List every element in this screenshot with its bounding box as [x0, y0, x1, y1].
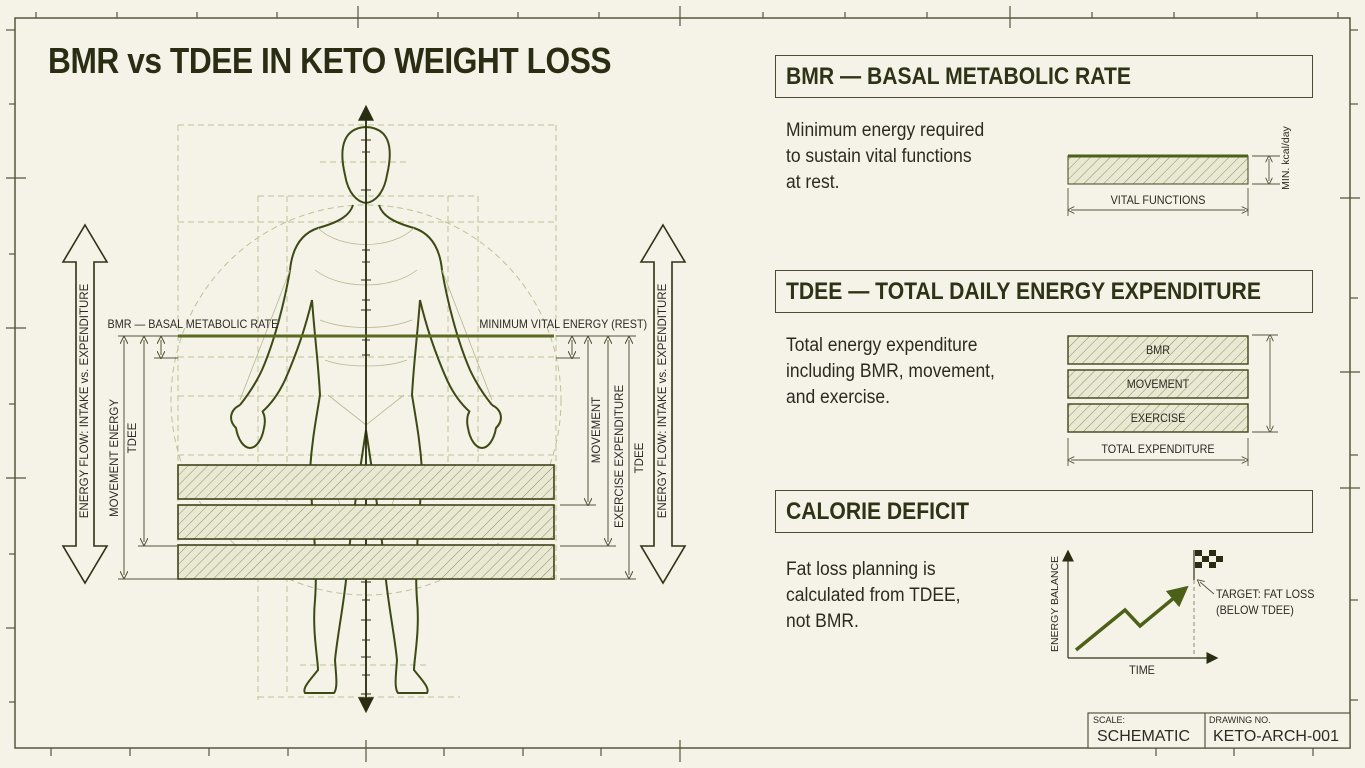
bmr-heading-text: BMR — BASAL METABOLIC RATE [786, 62, 1131, 90]
bmr-line-label: BMR — BASAL METABOLIC RATE [107, 317, 279, 331]
drawing-no-label: DRAWING NO. [1209, 715, 1271, 725]
target-label: TARGET: FAT LOSS [1216, 587, 1315, 601]
deficit-desc-line: calculated from TDEE, [786, 585, 961, 606]
deficit-chart [1062, 549, 1223, 664]
stack-exercise-label: EXERCISE [1130, 411, 1186, 425]
axis-ticks [361, 139, 371, 695]
right-dimensions [556, 335, 636, 580]
left-movement-energy-label: MOVEMENT ENERGY [109, 399, 121, 517]
energy-flow-arrows [61, 223, 687, 585]
page-title: BMR vs TDEE IN KETO WEIGHT LOSS [48, 40, 612, 81]
bmr-desc-line: at rest. [786, 172, 840, 193]
right-tdee-label: TDEE [634, 442, 646, 474]
bmr-description: Minimum energy required to sustain vital… [786, 118, 984, 196]
tdee-heading-text: TDEE — TOTAL DAILY ENERGY EXPENDITURE [786, 277, 1261, 305]
vital-functions-label: VITAL FUNCTIONS [1110, 193, 1206, 207]
deficit-desc-line: not BMR. [786, 611, 859, 632]
bmr-desc-line: to sustain vital functions [786, 146, 972, 167]
target-sub-label: (BELOW TDEE) [1216, 603, 1294, 617]
title-block-frame [1087, 712, 1351, 749]
right-exercise-expenditure-label: EXERCISE EXPENDITURE [614, 384, 626, 528]
left-energy-flow-label: ENERGY FLOW: INTAKE vs. EXPENDITURE [79, 283, 91, 519]
tdee-desc-line: and exercise. [786, 387, 890, 408]
min-kcal-label: MIN. kcal/day [1280, 126, 1292, 190]
drawing-no-value: KETO-ARCH-001 [1213, 728, 1339, 745]
bmr-mini-diagram [1068, 154, 1280, 216]
time-axis-label: TIME [1129, 663, 1155, 677]
deficit-desc-line: Fat loss planning is [786, 559, 936, 580]
min-vital-energy-label: MINIMUM VITAL ENERGY (REST) [479, 317, 648, 331]
right-energy-flow-label: ENERGY FLOW: INTAKE vs. EXPENDITURE [657, 283, 669, 519]
total-expenditure-label: TOTAL EXPENDITURE [1101, 442, 1215, 456]
deficit-heading-text: CALORIE DEFICIT [786, 497, 970, 525]
tdee-desc-line: including BMR, movement, [786, 361, 995, 382]
bmr-panel-heading: BMR — BASAL METABOLIC RATE [775, 55, 1313, 98]
tdee-desc-line: Total energy expenditure [786, 335, 978, 356]
left-tdee-label: TDEE [127, 422, 139, 454]
tdee-stack-diagram [1067, 335, 1278, 466]
stack-bmr-label: BMR [1145, 343, 1170, 357]
tdee-description: Total energy expenditure including BMR, … [786, 333, 995, 411]
energy-bands [177, 464, 555, 580]
checkered-flag-icon [1195, 550, 1223, 568]
left-dimensions [118, 335, 178, 580]
right-movement-label: MOVEMENT [591, 396, 603, 464]
tdee-panel-heading: TDEE — TOTAL DAILY ENERGY EXPENDITURE [775, 270, 1313, 313]
scale-label: SCALE: [1093, 715, 1126, 725]
stack-movement-label: MOVEMENT [1126, 377, 1190, 391]
energy-balance-axis-label: ENERGY BALANCE [1049, 555, 1061, 653]
frame-ticks [6, 6, 1360, 762]
deficit-description: Fat loss planning is calculated from TDE… [786, 557, 961, 635]
bmr-desc-line: Minimum energy required [786, 120, 985, 141]
frame-border [14, 17, 1351, 749]
deficit-panel-heading: CALORIE DEFICIT [775, 490, 1313, 533]
scale-value: SCHEMATIC [1097, 728, 1191, 745]
